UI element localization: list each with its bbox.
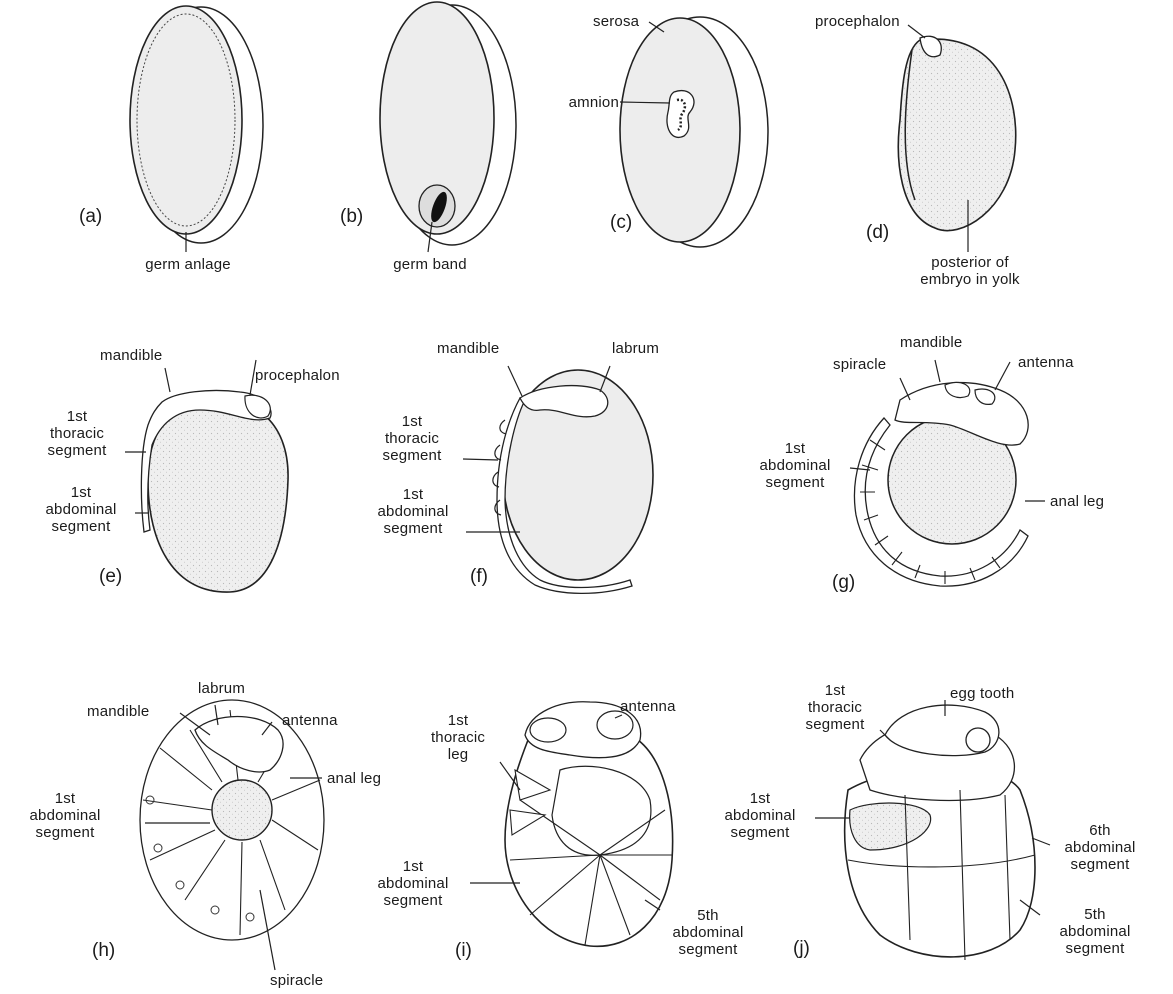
label-posterior-embryo: posterior of embryo in yolk <box>905 254 1035 288</box>
label-abdominal-e: 1st abdominal segment <box>26 484 136 535</box>
panel-b-drawing <box>380 2 516 252</box>
label-mandible-h: mandible <box>87 703 149 720</box>
panel-i-letter: (i) <box>455 940 472 962</box>
panel-h-letter: (h) <box>92 940 115 962</box>
panel-f-letter: (f) <box>470 566 488 588</box>
label-fifth-abdominal-i: 5th abdominal segment <box>658 907 758 958</box>
panel-j-letter: (j) <box>793 938 810 960</box>
panel-b-letter: (b) <box>340 206 363 228</box>
label-abdominal-g: 1st abdominal segment <box>740 440 850 491</box>
panel-j-drawing <box>815 700 1050 960</box>
label-abdominal-j: 1st abdominal segment <box>705 790 815 841</box>
label-mandible-e: mandible <box>100 347 162 364</box>
panel-e-drawing <box>125 360 288 592</box>
label-labrum-h: labrum <box>198 680 245 697</box>
label-mandible-f: mandible <box>437 340 499 357</box>
panel-d-drawing <box>898 25 1015 252</box>
label-antenna-i: antenna <box>620 698 676 715</box>
label-anal-leg-h: anal leg <box>327 770 381 787</box>
label-amnion: amnion <box>545 94 619 111</box>
panel-d-letter: (d) <box>866 222 889 244</box>
panel-h-drawing <box>140 700 324 970</box>
label-sixth-abdominal-j: 6th abdominal segment <box>1045 822 1155 873</box>
label-germ-band: germ band <box>380 256 480 273</box>
panel-e-letter: (e) <box>99 566 122 588</box>
label-fifth-abdominal-j: 5th abdominal segment <box>1040 906 1150 957</box>
panel-c-letter: (c) <box>610 212 632 234</box>
label-procephalon-d: procephalon <box>815 13 900 30</box>
panel-f-drawing <box>463 366 653 593</box>
label-procephalon-e: procephalon <box>255 367 340 384</box>
label-anal-leg-g: anal leg <box>1050 493 1104 510</box>
label-thoracic-j: 1st thoracic segment <box>790 682 880 733</box>
label-thoracic-leg-i: 1st thoracic leg <box>418 712 498 763</box>
label-mandible-g: mandible <box>900 334 962 351</box>
label-spiracle-g: spiracle <box>833 356 886 373</box>
label-thoracic-f: 1st thoracic segment <box>362 413 462 464</box>
label-egg-tooth-j: egg tooth <box>950 685 1014 702</box>
label-labrum-f: labrum <box>612 340 659 357</box>
label-abdominal-i: 1st abdominal segment <box>358 858 468 909</box>
label-antenna-h: antenna <box>282 712 338 729</box>
label-abdominal-f: 1st abdominal segment <box>358 486 468 537</box>
panel-g-drawing <box>850 360 1045 586</box>
label-antenna-g: antenna <box>1018 354 1074 371</box>
panel-a-drawing <box>130 6 263 252</box>
label-serosa: serosa <box>593 13 639 30</box>
panel-g-letter: (g) <box>832 572 855 594</box>
panel-a-letter: (a) <box>79 206 102 228</box>
label-germ-anlage: germ anlage <box>133 256 243 273</box>
panel-i-drawing <box>470 702 673 947</box>
label-abdominal-h: 1st abdominal segment <box>10 790 120 841</box>
panel-c-drawing <box>620 17 768 247</box>
label-spiracle-h: spiracle <box>270 972 323 989</box>
label-thoracic-e: 1st thoracic segment <box>27 408 127 459</box>
